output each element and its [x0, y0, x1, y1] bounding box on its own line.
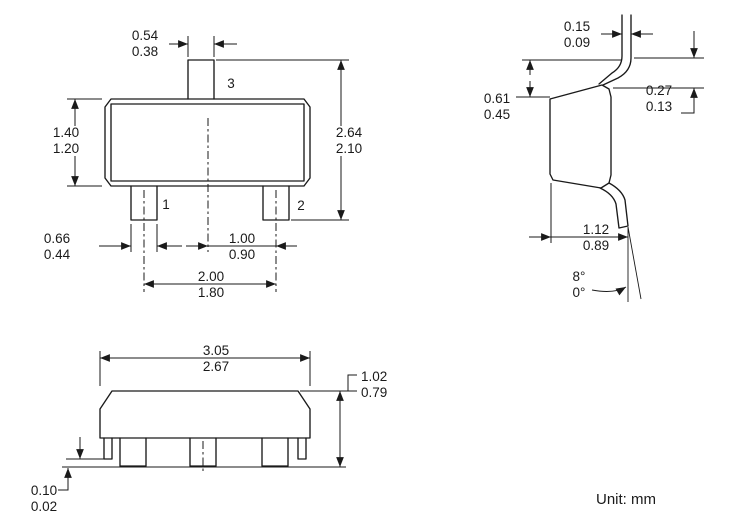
bottom-view: 3.05 2.67 1.02 0.79 0.10 0.02: [31, 343, 387, 514]
dim-bottom-height-max: 1.02: [361, 369, 387, 384]
dim-body-depth-max: 1.12: [583, 222, 609, 237]
dim-lead-length-max: 0.27: [646, 83, 672, 98]
front-body-outline: [104, 98, 311, 187]
dim-pitch-min: 1.80: [198, 285, 224, 300]
dim-overall-height-min: 2.10: [336, 141, 362, 156]
dim-lead-thickness-min: 0.09: [564, 35, 590, 50]
dim-shoulder-height-min: 0.45: [484, 107, 510, 122]
dim-body-length-min: 2.67: [203, 359, 229, 374]
pin1-number: 1: [162, 197, 170, 212]
dim-lead-length-min: 0.13: [646, 99, 672, 114]
bottom-lead-1: [119, 437, 147, 467]
dim-half-pitch-min: 0.90: [229, 247, 255, 262]
dim-standoff-max: 0.10: [31, 483, 57, 498]
dim-body-height-min: 1.20: [53, 141, 79, 156]
dim-pitch-max: 2.00: [198, 269, 224, 284]
dim-body-depth-min: 0.89: [583, 238, 609, 253]
dim-body-length-max: 3.05: [203, 343, 229, 358]
bottom-lead-center: [189, 437, 217, 467]
side-bottom-lead: [599, 182, 629, 229]
unit-label: Unit: mm: [596, 491, 656, 508]
bottom-lead-2: [261, 437, 289, 467]
body-corner-feet: [103, 437, 307, 460]
side-body-outline: [549, 84, 612, 189]
dim-bottom-height-min: 0.79: [361, 385, 387, 400]
dim-pin3-width-max: 0.54: [132, 28, 159, 43]
dim-lead-width-max: 0.66: [44, 231, 70, 246]
foot-angle-lines: [627, 226, 642, 302]
dim-foot-angle-max: 8°: [573, 269, 586, 284]
dim-foot-angle-min: 0°: [573, 285, 586, 300]
front-view: 0.54 0.38 1.40 1.20 2.64 2.10 0.66 0.44 …: [44, 28, 370, 300]
dim-pin3-width-min: 0.38: [132, 44, 158, 59]
side-top-lead: [598, 14, 632, 86]
front-pin3-lead: [187, 59, 215, 100]
dim-overall-height-max: 2.64: [336, 125, 363, 140]
bottom-body-outline: [99, 390, 311, 439]
pin3-number: 3: [227, 76, 235, 91]
dim-shoulder-height-max: 0.61: [484, 91, 510, 106]
dim-lead-width-min: 0.44: [44, 247, 71, 262]
pin2-number: 2: [297, 198, 305, 213]
side-view: 0.15 0.09 0.61 0.45 0.27 0.13 1.12 0.89 …: [484, 14, 704, 302]
dim-lead-thickness-max: 0.15: [564, 19, 590, 34]
front-center-lines: [143, 118, 277, 292]
dim-half-pitch-max: 1.00: [229, 231, 255, 246]
dim-standoff-min: 0.02: [31, 499, 57, 514]
dim-body-height-max: 1.40: [53, 125, 79, 140]
